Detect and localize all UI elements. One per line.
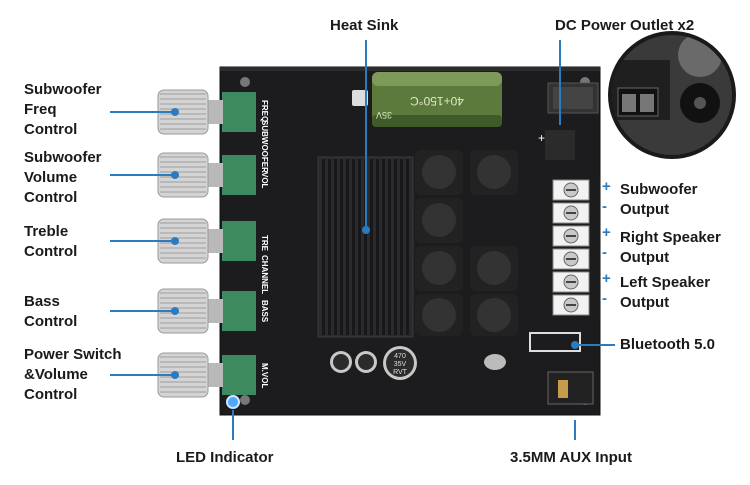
cap-470-label: 470 xyxy=(394,353,406,360)
heat-sink-fin xyxy=(352,159,355,335)
board-tre: TRE xyxy=(260,235,269,252)
led-indicator-label: LED Indicator xyxy=(176,449,274,466)
dc-power-inset xyxy=(608,31,736,159)
heat-sink-label: Heat Sink xyxy=(330,17,399,34)
heat-sink-fin xyxy=(394,159,397,335)
bass-label: Bass Control xyxy=(24,293,78,330)
heat-sink-fin xyxy=(400,159,403,335)
minus-icon: - xyxy=(602,198,607,215)
potentiometer-knob xyxy=(157,89,256,135)
heat-sink-fin xyxy=(328,159,331,335)
bluetooth-label: Bluetooth 5.0 xyxy=(620,336,716,353)
board-subwoofer: SUBWOOFER xyxy=(260,120,269,173)
potentiometer-knob xyxy=(157,152,256,198)
heat-sink-fin xyxy=(340,159,343,335)
cap-text-volt: 35V xyxy=(376,110,392,120)
cap-470: 470 35V RVT xyxy=(383,346,417,380)
treble-label: Treble Control xyxy=(24,223,78,260)
heat-sink-fin xyxy=(322,159,325,335)
bluetooth-module xyxy=(529,332,581,352)
board-mvol: M.VOL xyxy=(260,363,269,388)
board-channel: CHANNEL xyxy=(260,255,269,294)
heat-sink-fin xyxy=(334,159,337,335)
plus-icon: + xyxy=(602,270,611,287)
potentiometer-knob xyxy=(157,218,256,264)
inductors xyxy=(415,150,518,336)
cap-rvt-label: RVT xyxy=(393,369,408,376)
heat-sink-fin xyxy=(370,159,373,335)
heat-sink-fin xyxy=(346,159,349,335)
heat-sink-fin xyxy=(358,159,361,335)
main-capacitor: 40+150°C 35V xyxy=(372,72,502,127)
cap-35v-label: 35V xyxy=(394,361,407,368)
aux-jack xyxy=(547,371,594,405)
minus-icon: - xyxy=(602,290,607,307)
board-freq: FREQ xyxy=(260,100,269,122)
subwoofer-output-label: Subwoofer Output xyxy=(620,181,698,218)
left-speaker-output-label: Left Speaker Output xyxy=(620,274,711,311)
subwoofer-volume-label: Subwoofer Volume Control xyxy=(24,149,102,206)
right-speaker-output-label: Right Speaker Output xyxy=(620,229,721,266)
aux-input-label: 3.5MM AUX Input xyxy=(510,449,632,466)
plus-icon: + xyxy=(602,224,611,241)
minus-icon: - xyxy=(602,244,607,261)
power-switch-label: Power Switch &Volume Control xyxy=(24,346,122,403)
heat-sink-fin xyxy=(388,159,391,335)
potentiometer-knob xyxy=(157,288,256,334)
dc-power-label: DC Power Outlet x2 xyxy=(555,17,695,34)
svg-text:+: + xyxy=(538,131,545,145)
heat-sink-fin xyxy=(364,159,367,335)
plus-icon: + xyxy=(602,178,611,195)
speaker-terminal-block xyxy=(545,175,600,320)
cap-text-temp: 40+150°C xyxy=(410,94,464,108)
potentiometer-knob xyxy=(157,352,256,398)
board-vol: VOL xyxy=(260,172,269,189)
board-bass: BASS xyxy=(260,300,269,323)
heat-sink-fin xyxy=(406,159,409,335)
subwoofer-freq-label: Subwoofer Freq Control xyxy=(24,81,102,138)
heat-sink-fin xyxy=(376,159,379,335)
heat-sink-fin xyxy=(382,159,385,335)
led xyxy=(226,395,240,409)
